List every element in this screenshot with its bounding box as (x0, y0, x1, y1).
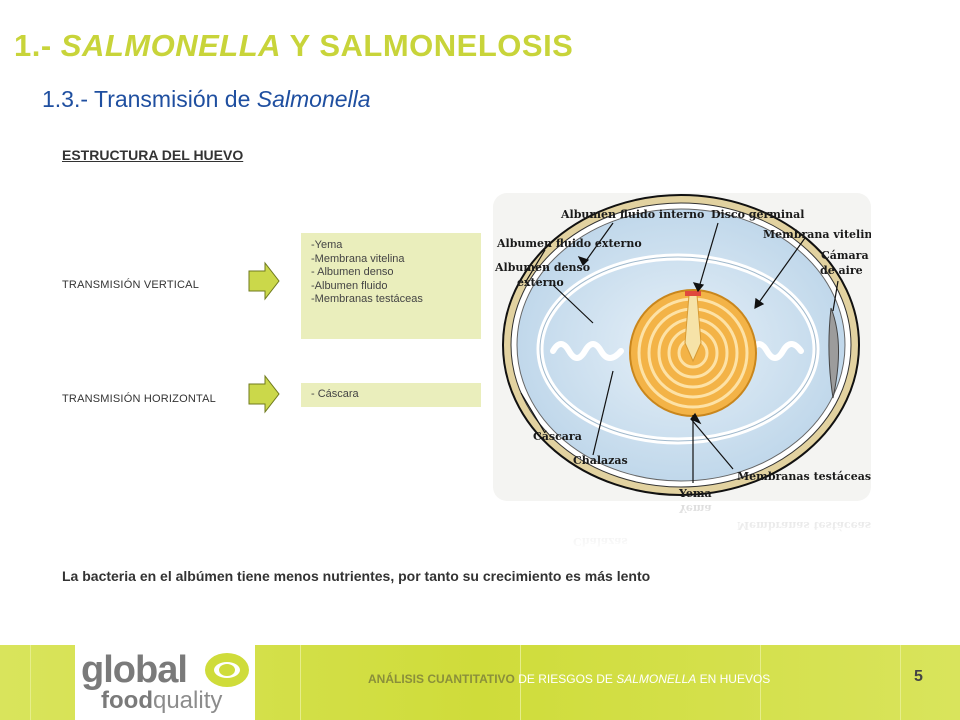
bottom-note: La bacteria en el albúmen tiene menos nu… (62, 568, 651, 584)
section-heading: ESTRUCTURA DEL HUEVO (62, 147, 244, 163)
list-item: -Albumen fluido (311, 279, 388, 292)
logo-ring-icon (205, 653, 249, 687)
arrow-right-icon (248, 374, 280, 414)
label-membranas-testaceas: Membranas testáceas (737, 470, 871, 483)
slide-title: 1.- SALMONELLA Y SALMONELOSIS (14, 28, 574, 63)
label-membrana-vitelina: Membrana vitelina (763, 228, 871, 241)
label-albumen-fluido-interno: Albumen fluido interno (560, 208, 704, 221)
footer-caption: ANÁLISIS CUANTITATIVO DE RIESGOS DE SALM… (368, 672, 771, 686)
label-cascara: Cáscara (533, 430, 582, 443)
list-item: - Cáscara (311, 388, 359, 400)
label-albumen-denso: Albumen denso (494, 261, 590, 274)
vertical-items-box: -Yema -Membrana vitelina - Albumen denso… (301, 233, 481, 339)
chalaza-right (748, 341, 804, 361)
horizontal-transmission-label: TRANSMISIÓN HORIZONTAL (62, 393, 216, 405)
list-item: -Membrana vitelina (311, 252, 405, 265)
label-yema: Yema (678, 487, 712, 500)
horizontal-items-box: - Cáscara (301, 383, 481, 407)
arrow-right-icon (248, 261, 280, 301)
label-disco-germinal: Disco germinal (711, 208, 804, 221)
chalaza-left (550, 341, 624, 361)
label-de-aire: de aire (820, 264, 863, 277)
egg-structure-diagram: Albumen fluido interno Disco germinal Al… (493, 193, 871, 553)
air-cell (828, 307, 839, 399)
page-number: 5 (914, 668, 923, 685)
label-albumen-fluido-externo: Albumen fluido externo (496, 237, 642, 250)
logo-foodquality-text: foodquality (101, 687, 223, 714)
footer-bar: global foodquality (0, 645, 960, 720)
list-item: -Yema (311, 239, 343, 251)
list-item: -Membranas testáceas (311, 293, 423, 305)
global-food-quality-logo: global foodquality (75, 645, 255, 720)
label-albumen-denso-externo: externo (517, 276, 564, 289)
list-item: - Albumen denso (311, 266, 394, 278)
slide-subtitle: 1.3.- Transmisión de Salmonella (42, 86, 371, 112)
vertical-transmission-label: TRANSMISIÓN VERTICAL (62, 279, 200, 291)
label-chalazas: Chalazas (573, 454, 628, 467)
germinal-disc (685, 291, 701, 296)
label-camara: Cámara (821, 249, 869, 262)
logo-global-text: global (81, 649, 188, 691)
